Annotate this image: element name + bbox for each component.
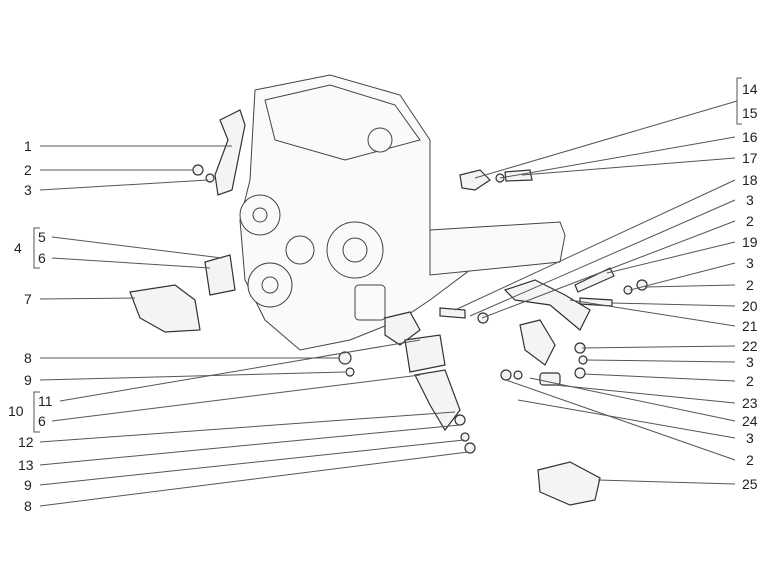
callout-label-11: 11 [38,393,53,409]
callout-label-2: 2 [746,452,754,468]
leader-line-17 [521,157,736,176]
washer-3 [205,173,215,183]
bracket-14 [459,169,491,191]
callout-label-25: 25 [742,476,758,492]
callout-label-4: 4 [14,240,22,256]
callout-label-20: 20 [742,298,758,314]
leader-line-3 [585,359,736,363]
callout-label-9: 9 [24,477,32,493]
callout-label-8: 8 [24,498,32,514]
callout-label-6: 6 [38,413,46,429]
callout-label-3: 3 [24,182,32,198]
callout-label-2: 2 [24,162,32,178]
leader-line-3 [629,262,736,291]
callout-label-9: 9 [24,372,32,388]
leader-line-12 [39,411,456,443]
callout-label-15: 15 [742,105,758,121]
nut-2d [574,367,586,379]
shield-25 [537,461,601,506]
stud-18 [439,307,466,319]
callout-label-3: 3 [746,430,754,446]
callout-label-12: 12 [18,434,34,450]
leader-line-5 [51,236,223,259]
callout-label-3: 3 [746,255,754,271]
bracket-1 [214,109,246,196]
leader-line-22 [581,345,736,349]
leader-line-3 [39,179,209,191]
bracket-7 [129,284,201,333]
callout-label-18: 18 [742,172,758,188]
washer-9b [460,432,470,442]
leader-line-6 [51,257,211,269]
spacer-23 [539,372,561,386]
nut-2 [192,164,204,176]
leader-line-14-15 [474,100,738,179]
leader-line-18 [454,179,736,311]
leader-line-3 [517,399,736,439]
leader-line-7 [39,297,136,300]
callout-label-6: 6 [38,250,46,266]
nut-2c [636,279,648,291]
parts [129,109,648,506]
washer-9 [345,367,355,377]
leader-line-16 [499,136,736,179]
callout-label-3: 3 [746,192,754,208]
callout-label-2: 2 [746,277,754,293]
callout-label-21: 21 [742,318,758,334]
callout-label-2: 2 [746,373,754,389]
callout-label-14: 14 [742,81,758,97]
callout-label-23: 23 [742,395,758,411]
washer-3d [513,370,523,380]
callout-label-24: 24 [742,413,758,429]
callout-label-22: 22 [742,338,758,354]
nut-13 [454,414,466,426]
callout-label-1: 1 [24,138,32,154]
leader-line-2 [583,373,736,382]
leader-line-11 [59,339,421,402]
bracket-4 [33,227,40,269]
mount-6 [404,334,446,373]
leader-line-21 [569,299,736,327]
callout-label-17: 17 [742,150,758,166]
callout-label-16: 16 [742,129,758,145]
callout-label-19: 19 [742,234,758,250]
callout-labels: 1234567891011612139814151617183219322021… [8,81,758,514]
leader-line-2 [505,379,736,461]
leader-line-6 [51,374,421,422]
callout-label-3: 3 [746,354,754,370]
callout-label-10: 10 [8,403,24,419]
engine-illustration [239,74,566,351]
callout-label-13: 13 [18,457,34,473]
leader-line-25 [597,479,736,485]
leader-line-9 [39,371,346,381]
washer-3c [578,355,588,365]
leader-line-20 [611,302,736,307]
leader-line-24 [529,377,736,422]
callout-label-5: 5 [38,229,46,245]
leader-lines [33,77,742,507]
bracket-12 [414,369,461,432]
bracket-10 [33,391,40,433]
leader-line-9 [39,439,465,486]
nut-2e [500,369,512,381]
leader-line-2 [644,284,736,288]
leader-line-2 [481,220,736,319]
leader-line-19 [606,241,736,274]
callout-label-7: 7 [24,291,32,307]
callout-label-8: 8 [24,350,32,366]
bracket-24 [519,319,556,366]
leader-line-23 [554,384,736,404]
callout-label-2: 2 [746,213,754,229]
bracket-11 [384,311,421,346]
leader-line-8 [39,451,469,507]
bolt-17 [504,169,533,182]
leader-line-3 [469,199,736,317]
nut-8b [464,442,476,454]
leader-line-13 [39,424,461,466]
bracket-21 [503,279,591,331]
mount-5 [204,254,236,296]
